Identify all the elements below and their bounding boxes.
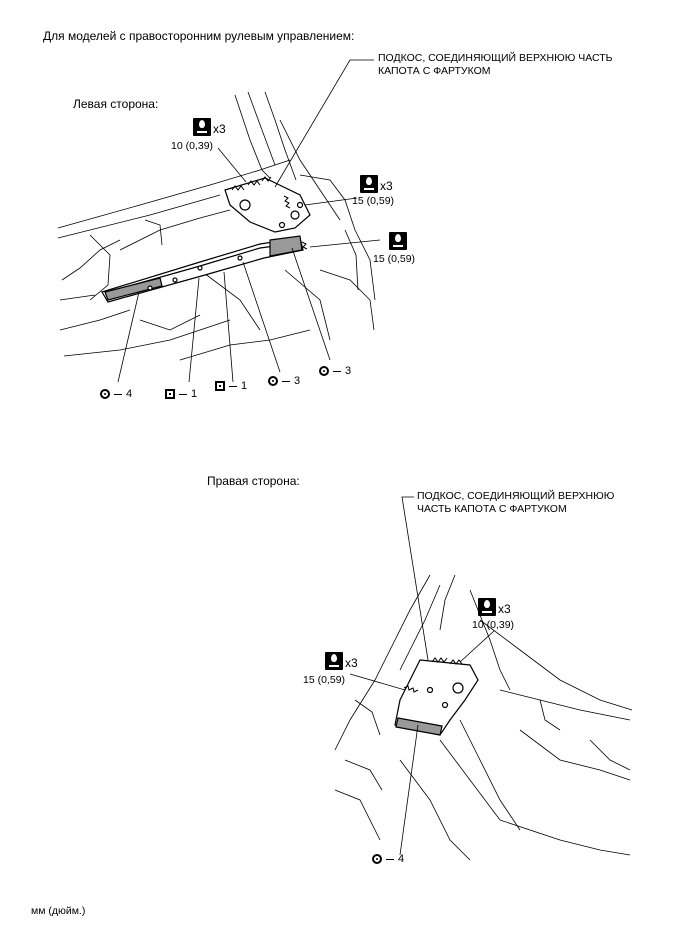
left-part-caption: ПОДКОС, СОЕДИНЯЮЩИЙ ВЕРХНЮЮ ЧАСТЬ КАПОТА… bbox=[378, 52, 613, 78]
square-marker-icon bbox=[215, 381, 225, 391]
left-part-caption-line1: ПОДКОС, СОЕДИНЯЮЩИЙ ВЕРХНЮЮ ЧАСТЬ bbox=[378, 52, 613, 64]
left-ref-2: 1 bbox=[165, 388, 197, 400]
left-torque-3-value: 15 (0,59) bbox=[373, 253, 416, 265]
left-ref-5-number: 3 bbox=[345, 365, 352, 377]
left-torque-1-value: 10 (0,39) bbox=[171, 140, 214, 152]
left-torque-1-mult: x3 bbox=[213, 122, 226, 136]
units-note: мм (дюйм.) bbox=[31, 905, 86, 917]
circle-marker-icon bbox=[268, 376, 278, 386]
left-part-caption-line2: КАПОТА С ФАРТУКОМ bbox=[378, 65, 491, 77]
torque-wrench-icon bbox=[325, 652, 343, 670]
square-marker-icon bbox=[165, 389, 175, 399]
left-ref-3: 1 bbox=[215, 380, 247, 392]
circle-marker-icon bbox=[372, 854, 382, 864]
header-text: Для моделей с правосторонним рулевым упр… bbox=[43, 29, 355, 43]
left-side-label: Левая сторона: bbox=[73, 97, 159, 111]
right-torque-1-value: 10 (0,39) bbox=[472, 619, 515, 631]
torque-wrench-icon bbox=[478, 598, 496, 616]
left-ref-3-number: 1 bbox=[241, 380, 248, 392]
left-torque-2-mult: x3 bbox=[380, 179, 393, 193]
left-ref-1-number: 4 bbox=[126, 388, 133, 400]
right-torque-2-mult: x3 bbox=[345, 656, 358, 670]
left-ref-1: 4 bbox=[100, 388, 132, 400]
torque-wrench-icon bbox=[389, 232, 407, 250]
circle-marker-icon bbox=[100, 389, 110, 399]
circle-marker-icon bbox=[319, 366, 329, 376]
right-ref-1: 4 bbox=[372, 853, 404, 865]
left-ref-5: 3 bbox=[319, 365, 351, 377]
left-torque-2-value: 15 (0,59) bbox=[352, 195, 395, 207]
right-part-caption-line2: ЧАСТЬ КАПОТА С ФАРТУКОМ bbox=[417, 503, 567, 515]
torque-wrench-icon bbox=[193, 118, 211, 136]
left-ref-2-number: 1 bbox=[191, 388, 198, 400]
right-torque-1-mult: x3 bbox=[498, 602, 511, 616]
right-torque-2-value: 15 (0,59) bbox=[303, 674, 346, 686]
right-side-label: Правая сторона: bbox=[207, 474, 300, 488]
left-ref-4: 3 bbox=[268, 375, 300, 387]
right-ref-1-number: 4 bbox=[398, 853, 405, 865]
right-part-caption: ПОДКОС, СОЕДИНЯЮЩИЙ ВЕРХНЮЮ ЧАСТЬ КАПОТА… bbox=[417, 490, 614, 516]
left-ref-4-number: 3 bbox=[294, 375, 301, 387]
right-part-caption-line1: ПОДКОС, СОЕДИНЯЮЩИЙ ВЕРХНЮЮ bbox=[417, 490, 615, 502]
torque-wrench-icon bbox=[360, 175, 378, 193]
